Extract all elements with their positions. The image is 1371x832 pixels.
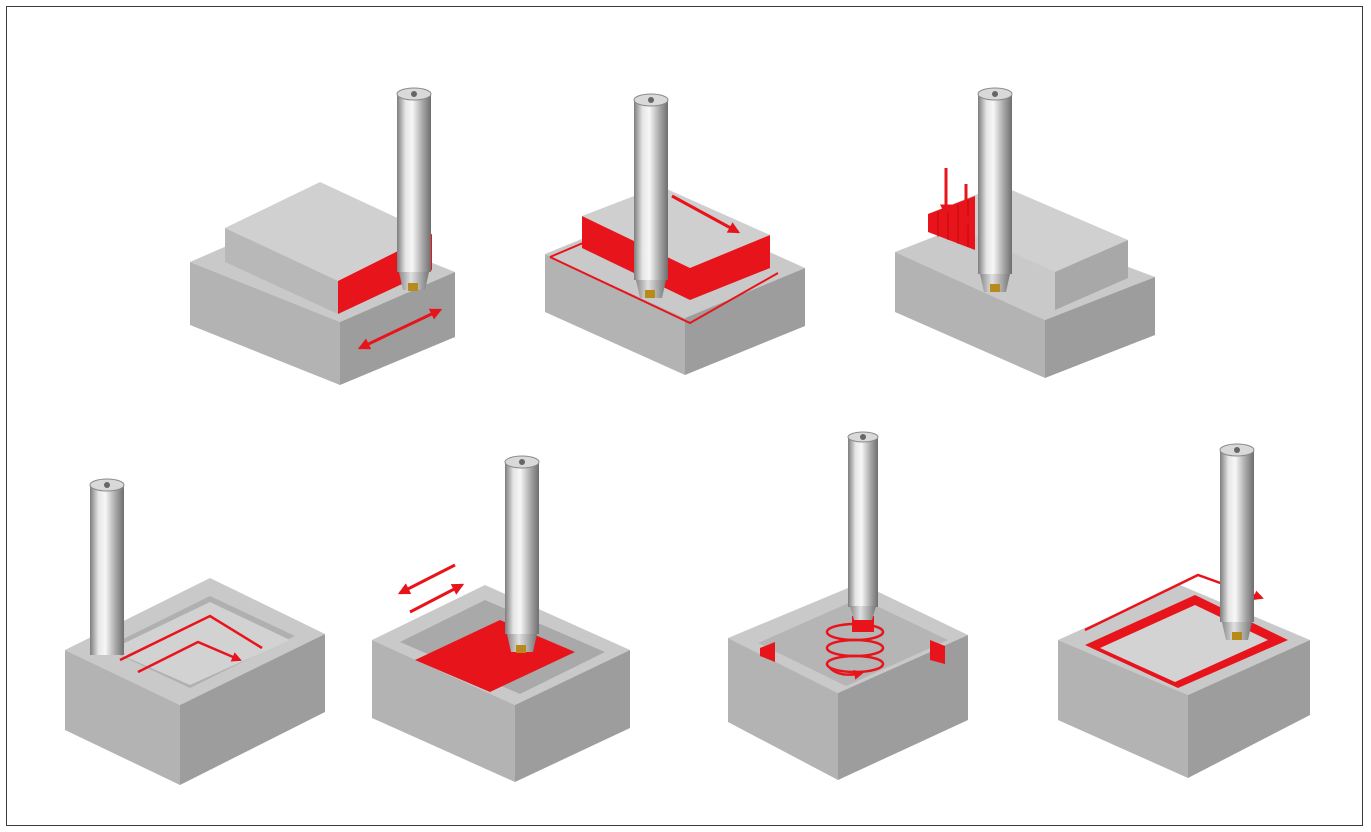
figure-slot-milling bbox=[65, 478, 325, 785]
motion-arrow-icon bbox=[409, 583, 465, 614]
cutting-insert-icon bbox=[1232, 632, 1242, 640]
motion-arrow-icon bbox=[671, 194, 741, 234]
motion-arrow-icon bbox=[357, 308, 443, 350]
end-mill-icon bbox=[396, 87, 432, 291]
end-mill-icon bbox=[977, 87, 1013, 292]
end-mill-icon bbox=[847, 431, 879, 620]
cutting-insert-icon bbox=[990, 284, 1000, 292]
cutting-insert-icon bbox=[408, 283, 418, 291]
motion-arrow-icon bbox=[825, 622, 885, 680]
plunge-highlight bbox=[928, 196, 975, 250]
cutting-insert-icon bbox=[516, 645, 526, 653]
end-mill-icon bbox=[633, 93, 669, 298]
figure-face-milling bbox=[545, 93, 805, 375]
figure-contour-milling bbox=[1058, 443, 1310, 778]
figure-pocket-milling bbox=[372, 455, 630, 782]
cutting-insert-icon bbox=[645, 290, 655, 298]
end-mill-icon bbox=[504, 455, 540, 653]
figure-plunge-milling bbox=[895, 87, 1155, 378]
end-mill-icon bbox=[1219, 443, 1255, 640]
face-highlight-right bbox=[690, 235, 770, 300]
motion-arrow-icon bbox=[137, 640, 242, 674]
figure-helical-interpolation bbox=[728, 431, 968, 780]
figure-shoulder-milling bbox=[190, 87, 455, 385]
motion-arrow-icon bbox=[397, 563, 456, 595]
end-mill-icon bbox=[89, 478, 125, 655]
